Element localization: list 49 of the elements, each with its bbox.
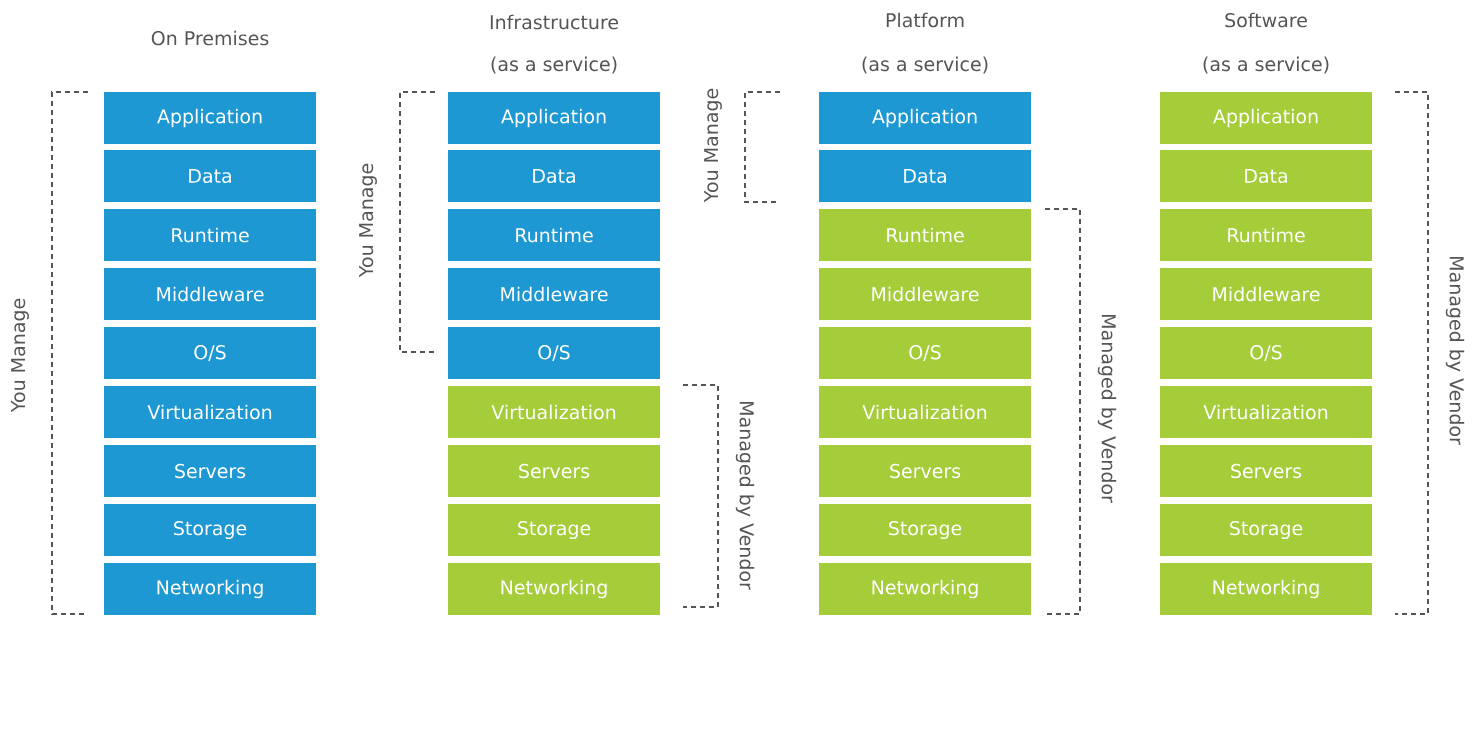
layer-box: Networking [819, 563, 1031, 615]
layer-box: Middleware [819, 268, 1031, 320]
column-title: (as a service) [491, 56, 617, 74]
layer-box: Data [819, 150, 1031, 202]
layer-box: O/S [1160, 327, 1372, 379]
layer-box: Virtualization [104, 386, 316, 438]
layer-box: Middleware [1160, 268, 1372, 320]
layer-box: Servers [819, 445, 1031, 497]
layer-box: Data [448, 150, 660, 202]
layer-box: Runtime [819, 209, 1031, 261]
layer-box: Runtime [1160, 209, 1372, 261]
bracket-label: You Manage [359, 163, 377, 278]
column-title: Platform [886, 12, 964, 28]
layer-box: Application [104, 92, 316, 144]
layer-box: Storage [1160, 504, 1372, 556]
column-title: (as a service) [1203, 56, 1329, 74]
layer-box: Middleware [104, 268, 316, 320]
layer-box: Virtualization [819, 386, 1031, 438]
bracket-label: You Manage [704, 88, 722, 203]
layer-box: O/S [448, 327, 660, 379]
layer-box: Data [1160, 150, 1372, 202]
column-title: (as a service) [862, 56, 988, 74]
layer-box: Virtualization [1160, 386, 1372, 438]
column-title: Software [1225, 12, 1307, 28]
layer-box: Application [819, 92, 1031, 144]
layer-box: Virtualization [448, 386, 660, 438]
layer-box: Networking [448, 563, 660, 615]
layer-box: Servers [104, 445, 316, 497]
bracket-label: You Manage [11, 298, 29, 413]
layer-box: Networking [1160, 563, 1372, 615]
layer-box: O/S [104, 327, 316, 379]
layer-box: O/S [819, 327, 1031, 379]
layer-box: Storage [819, 504, 1031, 556]
bracket-label: Managed by Vendor [1097, 315, 1117, 503]
layer-box: Data [104, 150, 316, 202]
layer-box: Networking [104, 563, 316, 615]
bracket-label: Managed by Vendor [1445, 257, 1465, 445]
layer-box: Middleware [448, 268, 660, 320]
column-title: Infrastructure [490, 14, 619, 30]
layer-box: Storage [104, 504, 316, 556]
layer-box: Storage [448, 504, 660, 556]
layer-box: Application [1160, 92, 1372, 144]
layer-box: Runtime [448, 209, 660, 261]
layer-box: Servers [448, 445, 660, 497]
bracket-label: Managed by Vendor [735, 402, 755, 590]
column-title: On Premises [151, 30, 269, 46]
layer-box: Servers [1160, 445, 1372, 497]
layer-box: Application [448, 92, 660, 144]
layer-box: Runtime [104, 209, 316, 261]
